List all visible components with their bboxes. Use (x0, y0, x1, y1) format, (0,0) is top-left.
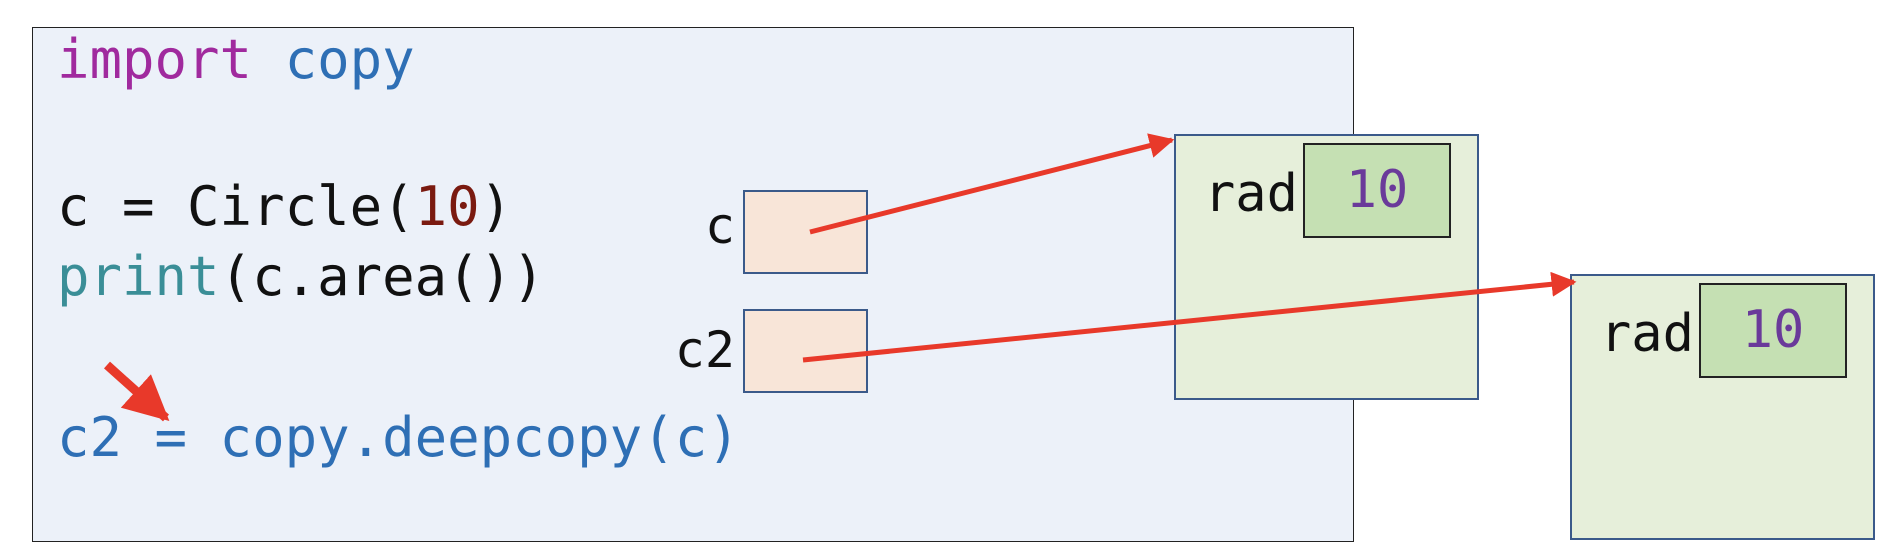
variable-label-c2: c2 (674, 321, 735, 379)
code-line-circle: c = Circle(10) (57, 177, 512, 237)
keyword-import: import (57, 28, 253, 91)
variable-box-c2 (743, 309, 868, 393)
builtin-print: print (57, 245, 220, 308)
module-copy: copy (284, 28, 415, 91)
attr-value-box: 10 (1699, 283, 1847, 378)
variable-box-c (743, 190, 868, 274)
circle-object-original: rad 10 (1174, 134, 1479, 400)
circle-call-pre: c = Circle( (57, 175, 415, 238)
attr-name-rad: rad (1204, 164, 1298, 224)
circle-object-copy: rad 10 (1570, 274, 1875, 540)
print-args: (c.area()) (219, 245, 545, 308)
attr-value-box: 10 (1303, 143, 1451, 238)
circle-call-post: ) (479, 175, 513, 238)
code-line-print: print(c.area()) (57, 247, 545, 307)
code-line-deepcopy: c2 = copy.deepcopy(c) (57, 406, 740, 469)
attr-name-rad: rad (1600, 304, 1694, 364)
number-literal: 10 (414, 175, 480, 238)
variable-label-c: c (704, 197, 735, 255)
code-panel: import copy c = Circle(10) print(c.area(… (32, 27, 1354, 542)
code-line-import: import copy (57, 30, 415, 90)
space (252, 28, 285, 91)
